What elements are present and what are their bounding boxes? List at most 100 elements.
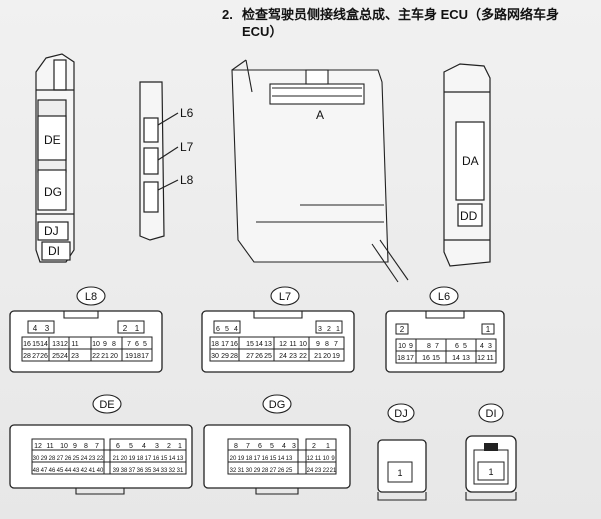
connector-name-dj: DJ [394, 408, 407, 420]
de-pin: 28 [49, 456, 56, 462]
connector-dg: 8 7 6 5 4 3 2 1 20 19 18 17 16 15 14 13 … [203, 424, 351, 495]
dg-pin: 29 [254, 468, 261, 474]
l7-pin: 9 [316, 341, 320, 348]
l7-pin: 11 [289, 341, 296, 348]
dg-pin: 19 [238, 456, 245, 462]
de-pin: 16 [153, 456, 160, 462]
l8-name-ellipse [76, 286, 106, 306]
dg-pin: 25 [286, 468, 293, 474]
l6-top-left-block [395, 323, 409, 335]
de-name-ellipse [92, 394, 122, 414]
connector-label-dg: DG [44, 185, 62, 199]
connector-label-l7: L7 [180, 140, 194, 154]
de-pin: 40 [97, 468, 104, 474]
dg-pin: 7 [246, 443, 250, 450]
l8-pin: 7 [127, 341, 131, 348]
di-pin: 1 [488, 467, 493, 477]
l6-pin: 14 [452, 355, 460, 362]
l7-top-left-block [213, 320, 241, 334]
l8-pin: 19 [125, 353, 133, 360]
dg-pin: 21 [330, 468, 337, 474]
step-number: 2. [222, 7, 233, 22]
l7-pin: 6 [216, 326, 220, 333]
l8-pin: 12 [60, 341, 68, 348]
connector-label-di: DI [48, 244, 60, 258]
l7-pin: 20 [323, 353, 331, 360]
l6-pin: 17 [406, 355, 414, 362]
l6-pin: 12 [477, 355, 485, 362]
de-pin: 14 [169, 456, 176, 462]
de-pin: 3 [155, 443, 159, 450]
l7-pin: 22 [299, 353, 307, 360]
l6-pin: 6 [455, 343, 459, 350]
right-unit [443, 63, 491, 267]
l8-pin: 25 [52, 353, 60, 360]
step-heading: 2. 检查驾驶员侧接线盒总成、主车身 ECU（多路网络车身ECU） [222, 6, 572, 40]
l6-pin: 5 [463, 343, 467, 350]
l8-pin: 10 [92, 341, 100, 348]
de-pin: 17 [145, 456, 152, 462]
connector-label-de: DE [44, 133, 61, 147]
l7-pin: 28 [230, 353, 238, 360]
dg-pin: 28 [262, 468, 269, 474]
de-pin: 19 [129, 456, 136, 462]
l7-pin: 29 [221, 353, 229, 360]
dg-pin: 1 [326, 443, 330, 450]
dg-pin: 20 [230, 456, 237, 462]
l8-pin: 8 [112, 341, 116, 348]
de-pin: 10 [60, 443, 68, 450]
connector-l7: 6 5 4 3 2 1 18 17 16 15 14 13 12 11 10 9… [201, 310, 355, 373]
l8-pin: 21 [101, 353, 109, 360]
dg-pin: 5 [270, 443, 274, 450]
l8-pin: 5 [143, 341, 147, 348]
l6-pin: 1 [486, 325, 491, 334]
l7-pin: 10 [299, 341, 307, 348]
dg-name-ellipse [262, 394, 292, 414]
dg-pin: 2 [312, 443, 316, 450]
l7-pin: 30 [211, 353, 219, 360]
l7-pin: 8 [325, 341, 329, 348]
connector-label-l8: L8 [180, 173, 194, 187]
l7-pin: 26 [255, 353, 263, 360]
connector-de: 12 11 10 9 8 7 6 5 4 3 2 1 30 29 28 27 2… [9, 424, 193, 495]
de-pin: 15 [161, 456, 168, 462]
de-pin: 23 [89, 456, 96, 462]
de-pin: 5 [129, 443, 133, 450]
l6-pin: 2 [400, 325, 405, 334]
dj-pin: 1 [397, 468, 402, 478]
di-name-ellipse [478, 403, 504, 423]
dg-pin: 9 [331, 456, 335, 462]
l7-pin: 16 [230, 341, 238, 348]
l8-pin: 6 [135, 341, 139, 348]
dg-pin: 4 [282, 443, 286, 450]
l7-pin: 25 [264, 353, 272, 360]
de-pin: 36 [137, 468, 144, 474]
l7-top-right-block [315, 320, 343, 334]
l8-pin: 26 [40, 353, 48, 360]
l8-pin: 14 [40, 341, 48, 348]
l8-pin: 20 [110, 353, 118, 360]
dg-pin: 31 [238, 468, 245, 474]
relay-block [139, 81, 179, 241]
de-pin: 25 [73, 456, 80, 462]
dg-pin: 27 [270, 468, 277, 474]
de-pin: 27 [57, 456, 64, 462]
dg-pin: 14 [278, 456, 285, 462]
de-pin: 29 [41, 456, 48, 462]
dg-pin: 30 [246, 468, 253, 474]
l6-pin: 11 [486, 355, 493, 362]
de-pin: 32 [169, 468, 176, 474]
l8-pin: 23 [71, 353, 79, 360]
l6-pin: 13 [462, 355, 470, 362]
connector-label-dd: DD [460, 209, 478, 223]
connector-l6: 2 1 10 9 8 7 6 5 4 3 18 17 16 15 14 13 1… [385, 310, 505, 373]
de-pin: 20 [121, 456, 128, 462]
l6-pin: 18 [397, 355, 405, 362]
l6-pin: 4 [480, 343, 484, 350]
connector-label-da: DA [462, 154, 479, 168]
l8-pin: 27 [32, 353, 40, 360]
connector-name-de: DE [99, 399, 114, 411]
de-pin: 4 [142, 443, 146, 450]
de-pin: 43 [73, 468, 80, 474]
